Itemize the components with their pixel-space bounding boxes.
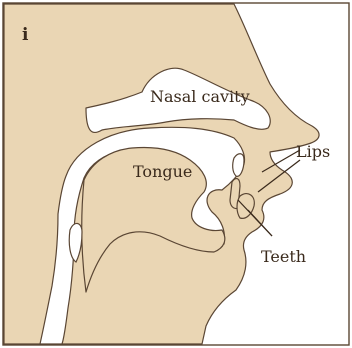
panel-letter: i xyxy=(22,25,29,45)
lips-label: Lips xyxy=(296,142,330,161)
nasal-cavity-label: Nasal cavity xyxy=(150,87,250,106)
tongue-label: Tongue xyxy=(133,162,192,181)
teeth-label: Teeth xyxy=(261,247,306,266)
